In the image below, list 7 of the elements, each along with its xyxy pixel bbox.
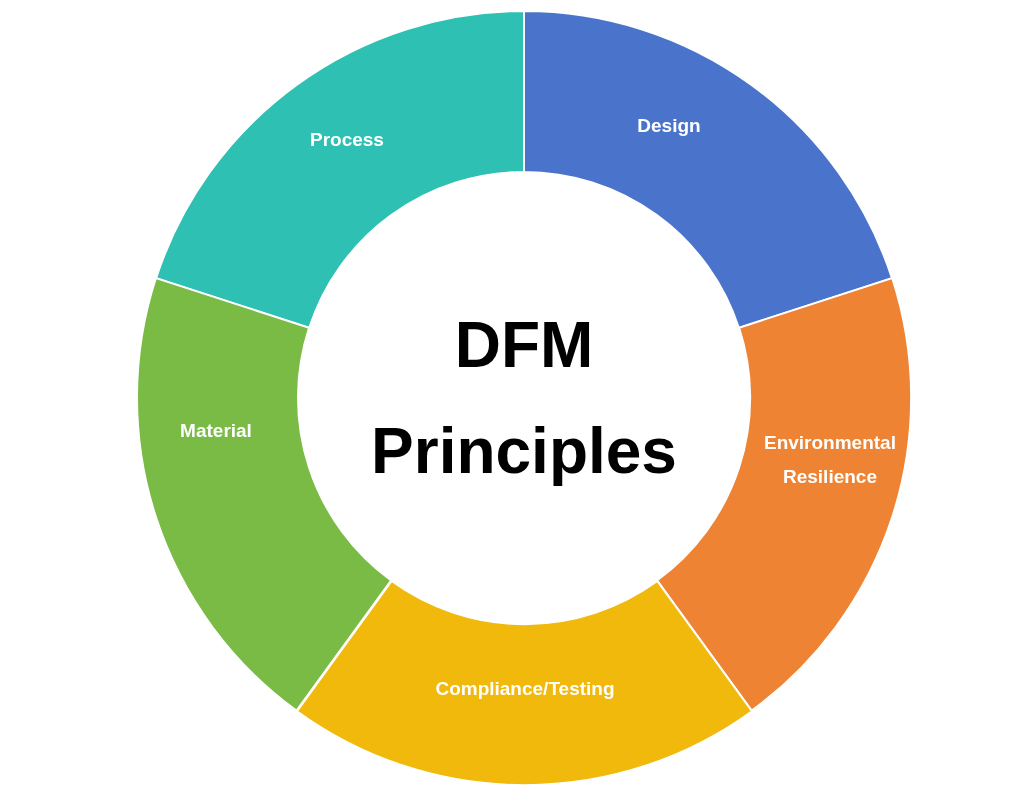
center-title: DFM Principles [370, 308, 678, 489]
ring-segment [296, 580, 752, 785]
segment-label: Environmental Resilience [763, 431, 897, 489]
segment-label: Compliance/Testing [434, 677, 616, 701]
segment-label: Design [636, 114, 702, 138]
segment-label: Material [179, 419, 253, 443]
segment-label: Process [309, 128, 385, 152]
